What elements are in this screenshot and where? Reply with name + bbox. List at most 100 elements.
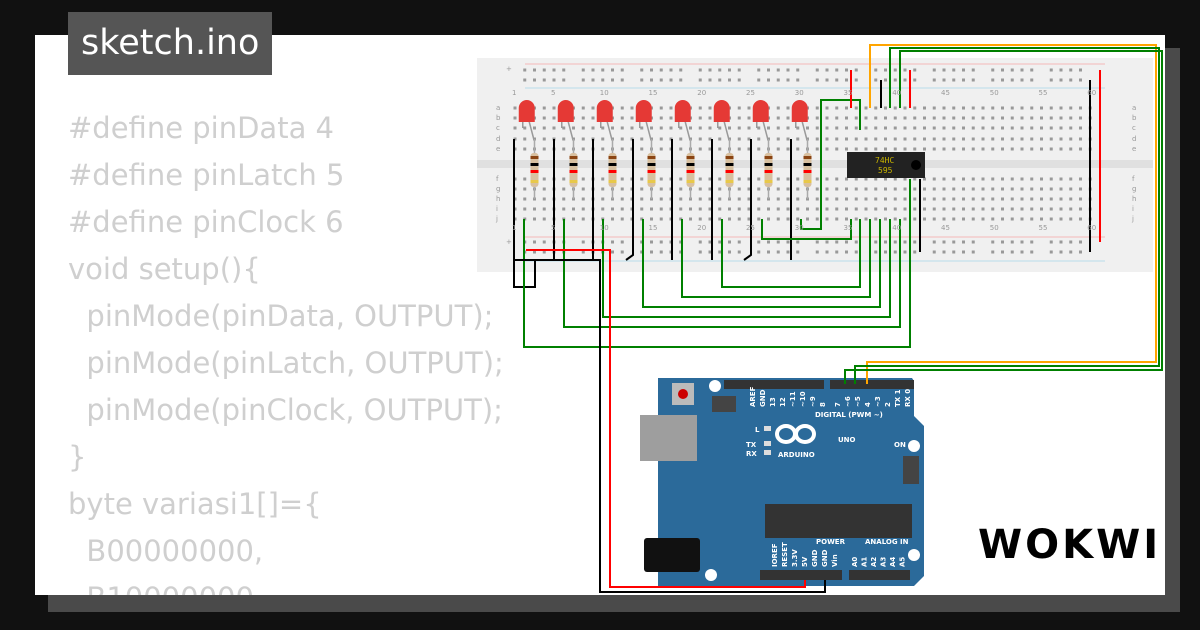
breadboard-hole xyxy=(1030,197,1034,201)
breadboard-hole xyxy=(1049,147,1053,151)
pin-label: A4 xyxy=(889,557,897,567)
power-label: POWER xyxy=(816,538,846,546)
pin-label: ~5 xyxy=(854,396,862,407)
rail-hole xyxy=(942,250,946,254)
breadboard-hole xyxy=(659,197,663,201)
rail-hole xyxy=(913,250,917,254)
pin-label: IOREF xyxy=(771,543,779,567)
breadboard-hole xyxy=(971,137,975,141)
row-label: e xyxy=(1132,145,1136,153)
breadboard-hole xyxy=(913,177,917,181)
breadboard-hole xyxy=(923,116,926,120)
pin-label: ~6 xyxy=(844,396,852,407)
column-number: 10 xyxy=(600,89,609,97)
led[interactable] xyxy=(752,100,769,140)
resistor[interactable] xyxy=(764,139,773,199)
rail-hole xyxy=(1069,250,1073,254)
pin-label: ~3 xyxy=(874,396,882,407)
led[interactable] xyxy=(557,100,574,140)
breadboard-hole xyxy=(698,137,702,141)
breadboard-hole xyxy=(581,197,585,201)
shift-register-74hc595[interactable]: 74HC 595 xyxy=(847,152,925,178)
breadboard-hole xyxy=(747,197,751,201)
led[interactable] xyxy=(518,100,535,140)
led[interactable] xyxy=(713,100,730,140)
breadboard-hole xyxy=(620,147,624,151)
breadboard-hole xyxy=(1059,217,1063,221)
breadboard-hole xyxy=(981,217,985,221)
rail-hole xyxy=(728,78,731,82)
resistor[interactable] xyxy=(608,139,617,199)
breadboard-hole xyxy=(1010,137,1014,141)
resistor[interactable] xyxy=(803,139,812,199)
breadboard-hole xyxy=(962,217,965,221)
breadboard-hole xyxy=(1059,207,1063,211)
breadboard-hole xyxy=(796,197,800,201)
row-label: g xyxy=(1132,185,1136,193)
rail-hole xyxy=(776,78,780,82)
breadboard-hole xyxy=(1001,126,1004,130)
analog-label: ANALOG IN xyxy=(865,538,909,546)
chip-label: 74HC xyxy=(875,156,894,165)
rail-hole xyxy=(893,68,897,72)
led[interactable] xyxy=(596,100,613,140)
breadboard-hole xyxy=(815,217,819,221)
led[interactable] xyxy=(674,100,691,140)
breadboard-hole xyxy=(971,126,975,130)
resistor[interactable] xyxy=(569,139,578,199)
breadboard-hole xyxy=(679,126,683,130)
led[interactable] xyxy=(791,100,808,140)
breadboard-hole xyxy=(757,147,761,151)
breadboard-hole xyxy=(796,147,800,151)
led[interactable] xyxy=(635,100,652,140)
rail-hole xyxy=(757,240,761,244)
breadboard-hole xyxy=(952,217,956,221)
breadboard-hole xyxy=(893,177,897,181)
breadboard-hole xyxy=(1069,147,1073,151)
rail-hole xyxy=(932,250,936,254)
code-line: pinMode(pinData, OUTPUT); xyxy=(68,299,494,333)
breadboard-hole xyxy=(1079,187,1082,191)
row-label: h xyxy=(1132,195,1136,203)
breadboard-hole xyxy=(737,207,741,211)
column-number: 15 xyxy=(649,224,658,232)
breadboard-hole xyxy=(884,126,887,130)
rail-hole xyxy=(991,240,995,244)
breadboard-hole xyxy=(669,106,673,110)
code-line: byte variasi1[]={ xyxy=(68,487,322,521)
rail-hole xyxy=(893,250,897,254)
breadboard-hole xyxy=(962,137,965,141)
breadboard-hole xyxy=(864,187,868,191)
rail-hole xyxy=(620,78,624,82)
breadboard-hole xyxy=(650,217,653,221)
breadboard-hole xyxy=(786,126,790,130)
resistor[interactable] xyxy=(530,139,539,199)
digital-header-right xyxy=(830,380,914,389)
rail-hole xyxy=(952,250,956,254)
rail-hole xyxy=(581,78,585,82)
rail-hole xyxy=(708,78,712,82)
arduino-brand: ARDUINO xyxy=(778,451,815,459)
breadboard-hole xyxy=(991,147,995,151)
pin-label: ~10 xyxy=(799,391,807,407)
breadboard-hole xyxy=(1001,137,1004,141)
resistor[interactable] xyxy=(647,139,656,199)
rail-hole xyxy=(708,250,712,254)
resistor[interactable] xyxy=(686,139,695,199)
breadboard-hole xyxy=(1040,116,1043,120)
breadboard-hole xyxy=(1020,177,1024,181)
breadboard-hole xyxy=(698,147,702,151)
breadboard-hole xyxy=(640,187,644,191)
column-number: 25 xyxy=(746,224,755,232)
breadboard-hole xyxy=(689,126,692,130)
breadboard-hole xyxy=(913,217,917,221)
rail-hole xyxy=(1079,68,1082,72)
rail-hole xyxy=(659,68,663,72)
resistor[interactable] xyxy=(725,139,734,199)
breadboard-hole xyxy=(591,126,595,130)
rail-hole xyxy=(1030,78,1034,82)
breadboard-hole xyxy=(991,207,995,211)
rail-hole xyxy=(737,68,741,72)
led-label: RX xyxy=(746,450,757,458)
